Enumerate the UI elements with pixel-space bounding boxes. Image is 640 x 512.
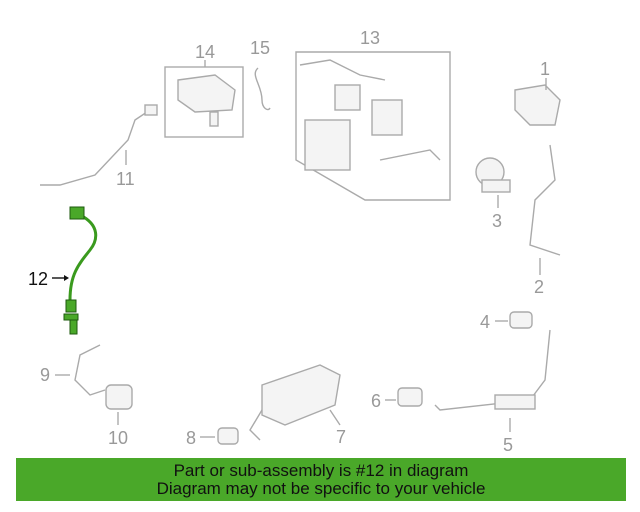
part-info-banner: Part or sub-assembly is #12 in diagram D… <box>16 458 626 501</box>
part-7-egr-cooler[interactable] <box>249 364 341 441</box>
banner-line-2: Diagram may not be specific to your vehi… <box>156 479 486 498</box>
part-8-gasket[interactable] <box>217 427 239 445</box>
banner-line-1: Part or sub-assembly is #12 in diagram <box>173 461 469 480</box>
part-12-oxygen-sensor[interactable] <box>63 206 98 335</box>
part-4-gasket[interactable] <box>509 311 533 329</box>
callout-1: 1 <box>540 59 550 79</box>
part-11-sensor[interactable] <box>40 104 158 186</box>
callout-5: 5 <box>503 435 513 455</box>
part-5-pipe[interactable] <box>434 329 551 411</box>
callout-2: 2 <box>534 277 544 297</box>
part-14-ecu[interactable] <box>164 66 244 138</box>
callout-6: 6 <box>371 391 381 411</box>
part-1-valve[interactable] <box>514 84 561 126</box>
part-9-pipe[interactable] <box>74 344 106 396</box>
part-6-gasket[interactable] <box>397 387 423 407</box>
callout-3: 3 <box>492 211 502 231</box>
callout-4: 4 <box>480 312 490 332</box>
callout-9: 9 <box>40 365 50 385</box>
callout-11: 11 <box>116 169 135 189</box>
callout-12: 12 <box>28 269 48 289</box>
callout-10: 10 <box>108 428 128 448</box>
callout-13: 13 <box>360 28 380 48</box>
part-3-valve[interactable] <box>475 157 511 193</box>
callout-14: 14 <box>195 42 215 62</box>
callout-15: 15 <box>250 38 270 58</box>
part-13-canister[interactable] <box>295 51 451 201</box>
callout-7: 7 <box>336 427 346 447</box>
callout-8: 8 <box>186 428 196 448</box>
part-10-gasket[interactable] <box>105 384 133 410</box>
part-2-pipe[interactable] <box>529 144 561 256</box>
part-15-hose[interactable] <box>254 67 271 111</box>
